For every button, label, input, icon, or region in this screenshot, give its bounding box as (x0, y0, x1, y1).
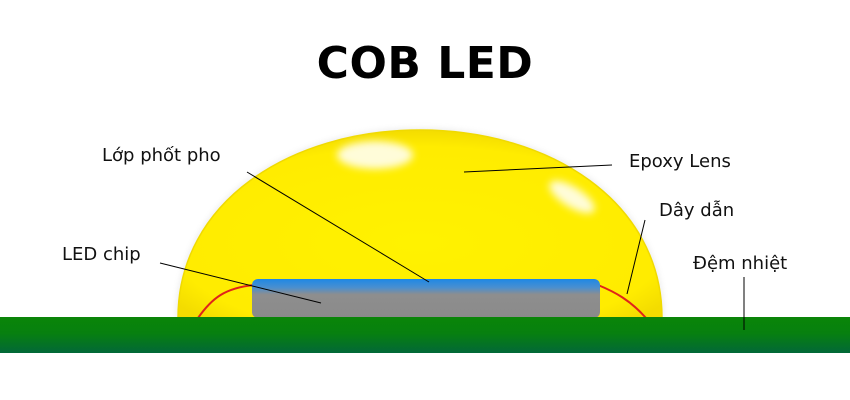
wire-left (197, 284, 255, 319)
thermal-pad (0, 317, 850, 353)
epoxy-lens-dome (177, 129, 663, 319)
label-thermal-pad: Đệm nhiệt (693, 253, 788, 274)
leader-wire (626, 219, 646, 295)
wire-right (597, 284, 647, 319)
leader-epoxy (463, 164, 613, 173)
lens-highlight-top (337, 141, 413, 169)
label-epoxy-lens: Epoxy Lens (629, 151, 731, 172)
leader-phosphor (246, 171, 430, 283)
label-wire: Dây dẫn (659, 200, 735, 221)
label-phosphor-layer: Lớp phốt pho (102, 145, 221, 166)
label-led-chip: LED chip (62, 244, 141, 265)
leader-chip (159, 262, 322, 304)
lens-highlight-side (549, 180, 595, 214)
led-chip (252, 279, 600, 318)
diagram-title: COB LED (316, 38, 534, 89)
